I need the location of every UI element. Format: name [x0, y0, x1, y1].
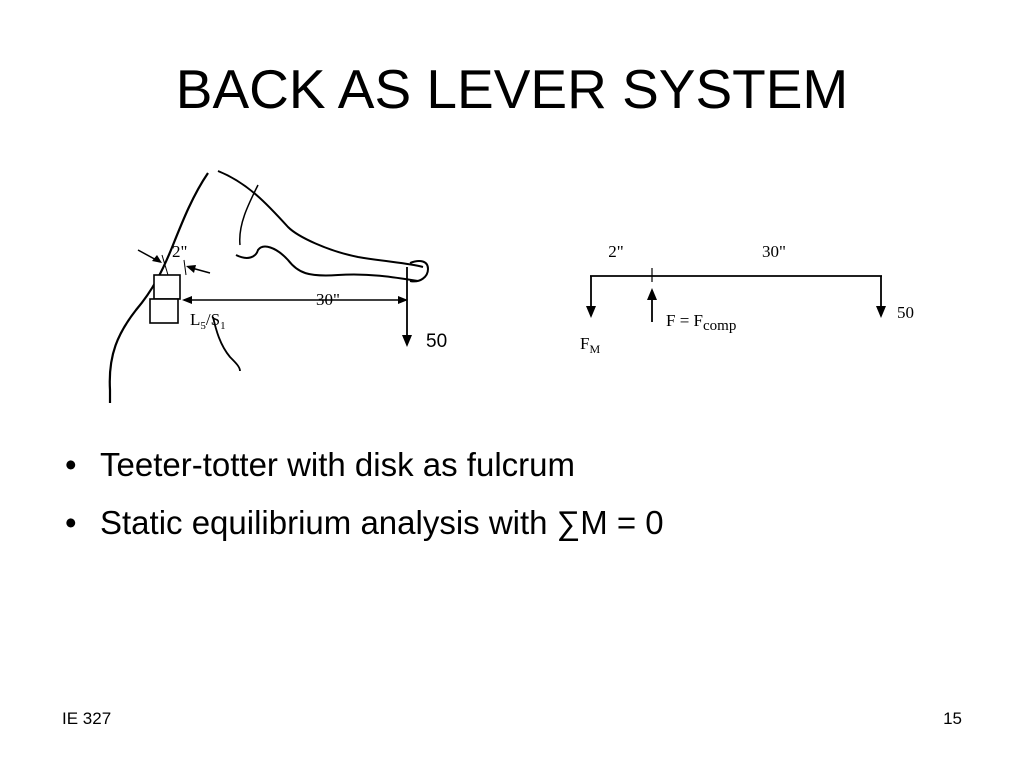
left-load-arrow	[402, 335, 412, 347]
muscle-force-label: FM	[580, 334, 600, 356]
torso-inner-line	[239, 184, 259, 246]
compression-arrow	[647, 288, 657, 300]
belly-outline	[212, 316, 241, 372]
vertebra-l5	[153, 274, 181, 300]
left-load-label: 50	[426, 331, 447, 352]
bullet-item: • Teeter-totter with disk as fulcrum	[60, 448, 664, 481]
back-lever-illustration: 2" 30" 50 L5/S1	[98, 165, 468, 410]
right-dim-short-label: 2"	[608, 242, 623, 261]
page-number: 15	[943, 709, 962, 728]
footer-course-code: IE 327	[62, 709, 112, 728]
right-load-arrow	[876, 306, 886, 318]
back-lever-illustration-svg: 2" 30" 50 L5/S1	[108, 170, 447, 403]
right-dim-long-label: 30"	[762, 242, 786, 261]
right-load-label: 50	[897, 303, 914, 322]
free-body-diagram: 2" 30" FM F = Fcomp 50	[560, 230, 940, 370]
free-body-diagram-svg: 2" 30" FM F = Fcomp 50	[580, 242, 914, 356]
compression-label: F = Fcomp	[666, 311, 736, 334]
bullet-item: • Static equilibrium analysis with ∑M = …	[60, 506, 664, 539]
back-outline	[108, 172, 209, 403]
slide-title: BACK AS LEVER SYSTEM	[175, 58, 849, 120]
left-dim-long-label: 30"	[316, 290, 340, 309]
bullet-dot-icon: •	[65, 446, 77, 483]
vertebra-s1	[149, 298, 179, 324]
hand-outline	[409, 260, 430, 283]
left-dim-short-label: 2"	[172, 242, 187, 261]
bullet-text: Teeter-totter with disk as fulcrum	[100, 446, 575, 483]
bullet-list: • Teeter-totter with disk as fulcrum • S…	[60, 448, 664, 564]
bullet-dot-icon: •	[65, 504, 77, 541]
muscle-force-arrow	[586, 306, 596, 318]
arm-upper-outline	[217, 170, 424, 268]
bullet-text: Static equilibrium analysis with ∑M = 0	[100, 504, 664, 541]
vertebra-label: L5/S1	[190, 310, 226, 332]
arm-lower-outline	[235, 245, 419, 282]
